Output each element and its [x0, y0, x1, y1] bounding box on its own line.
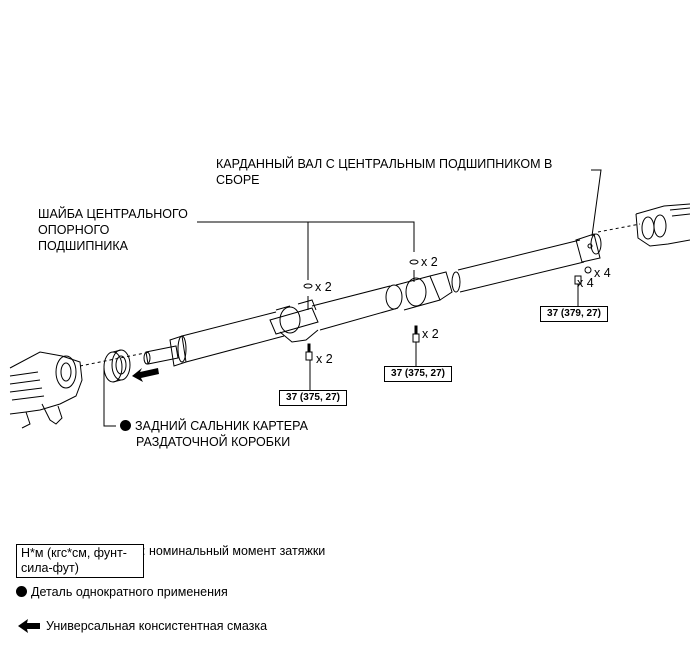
legend-non-reusable: Деталь однократного применения: [16, 584, 228, 600]
washer-label: ШАЙБА ЦЕНТРАЛЬНОГО ОПОРНОГО ПОДШИПНИКА: [38, 206, 188, 254]
legend-torque-desc: : номинальный момент затяжки: [142, 544, 326, 558]
grease-arrow-icon: [132, 368, 159, 382]
washer-label-line1: ШАЙБА ЦЕНТРАЛЬНОГО: [38, 207, 188, 221]
torque-box-right: 37 (379, 27): [540, 306, 608, 322]
nut-icon: [584, 266, 592, 274]
seal-label-line2: РАЗДАТОЧНОЙ КОРОБКИ: [136, 435, 291, 449]
rear-bolt-count: x 4: [577, 276, 594, 290]
legend-dot-icon: [16, 586, 27, 597]
front-slip-yoke: [143, 335, 187, 367]
washer-count-left: x 2: [315, 280, 332, 294]
torque-box-left: 37 (375, 27): [279, 390, 347, 406]
legend-grease-arrow-icon: [18, 619, 40, 633]
legend-grease: Универсальная консистентная смазка: [46, 619, 268, 633]
washer-count-right: x 2: [421, 255, 438, 269]
seal-label-line1: ЗАДНИЙ САЛЬНИК КАРТЕРА: [135, 419, 308, 433]
rear-nut-count: x 4: [594, 266, 611, 280]
assembly-label-line1: КАРДАННЫЙ ВАЛ С ЦЕНТРАЛЬНЫМ ПОДШИПНИКОМ …: [216, 157, 553, 171]
bolt-icon: [412, 333, 420, 343]
torque-box-center: 37 (375, 27): [384, 366, 452, 382]
rear-propeller-tube: [457, 239, 585, 293]
seal-label: ЗАДНИЙ САЛЬНИК КАРТЕРА РАЗДАТОЧНОЙ КОРОБ…: [120, 418, 308, 450]
washer-icon: [303, 283, 313, 289]
washer-label-line3: ПОДШИПНИКА: [38, 239, 128, 253]
washer-leader: [197, 221, 415, 252]
bolt-icon: [305, 351, 313, 361]
transfer-case-rear-oil-seal: [103, 349, 131, 383]
bolt-count-left: x 2: [316, 352, 333, 366]
assembly-leader: [591, 169, 602, 237]
bolt-icon: [574, 275, 582, 285]
seal-leader: [103, 368, 116, 427]
bolt-count-right: x 2: [422, 327, 439, 341]
assembly-label-line2: СБОРЕ: [216, 173, 260, 187]
front-propeller-tube: [177, 311, 285, 363]
non-reusable-dot-icon: [120, 420, 131, 431]
legend-torque-unit-box: Н*м (кгс*см, фунт-сила-фут): [16, 544, 144, 578]
rear-flange-yoke: [575, 233, 602, 263]
transfer-case-housing: [9, 351, 83, 429]
washer-label-line2: ОПОРНОГО: [38, 223, 110, 237]
center-bearing-rear: [385, 271, 461, 311]
middle-propeller-tube: [311, 285, 399, 331]
assembly-label: КАРДАННЫЙ ВАЛ С ЦЕНТРАЛЬНЫМ ПОДШИПНИКОМ …: [216, 156, 552, 188]
center-bearing-front: [269, 299, 319, 343]
legend-non-reusable-text: Деталь однократного применения: [31, 585, 228, 599]
differential-housing: [635, 203, 690, 247]
washer-icon: [409, 259, 419, 265]
